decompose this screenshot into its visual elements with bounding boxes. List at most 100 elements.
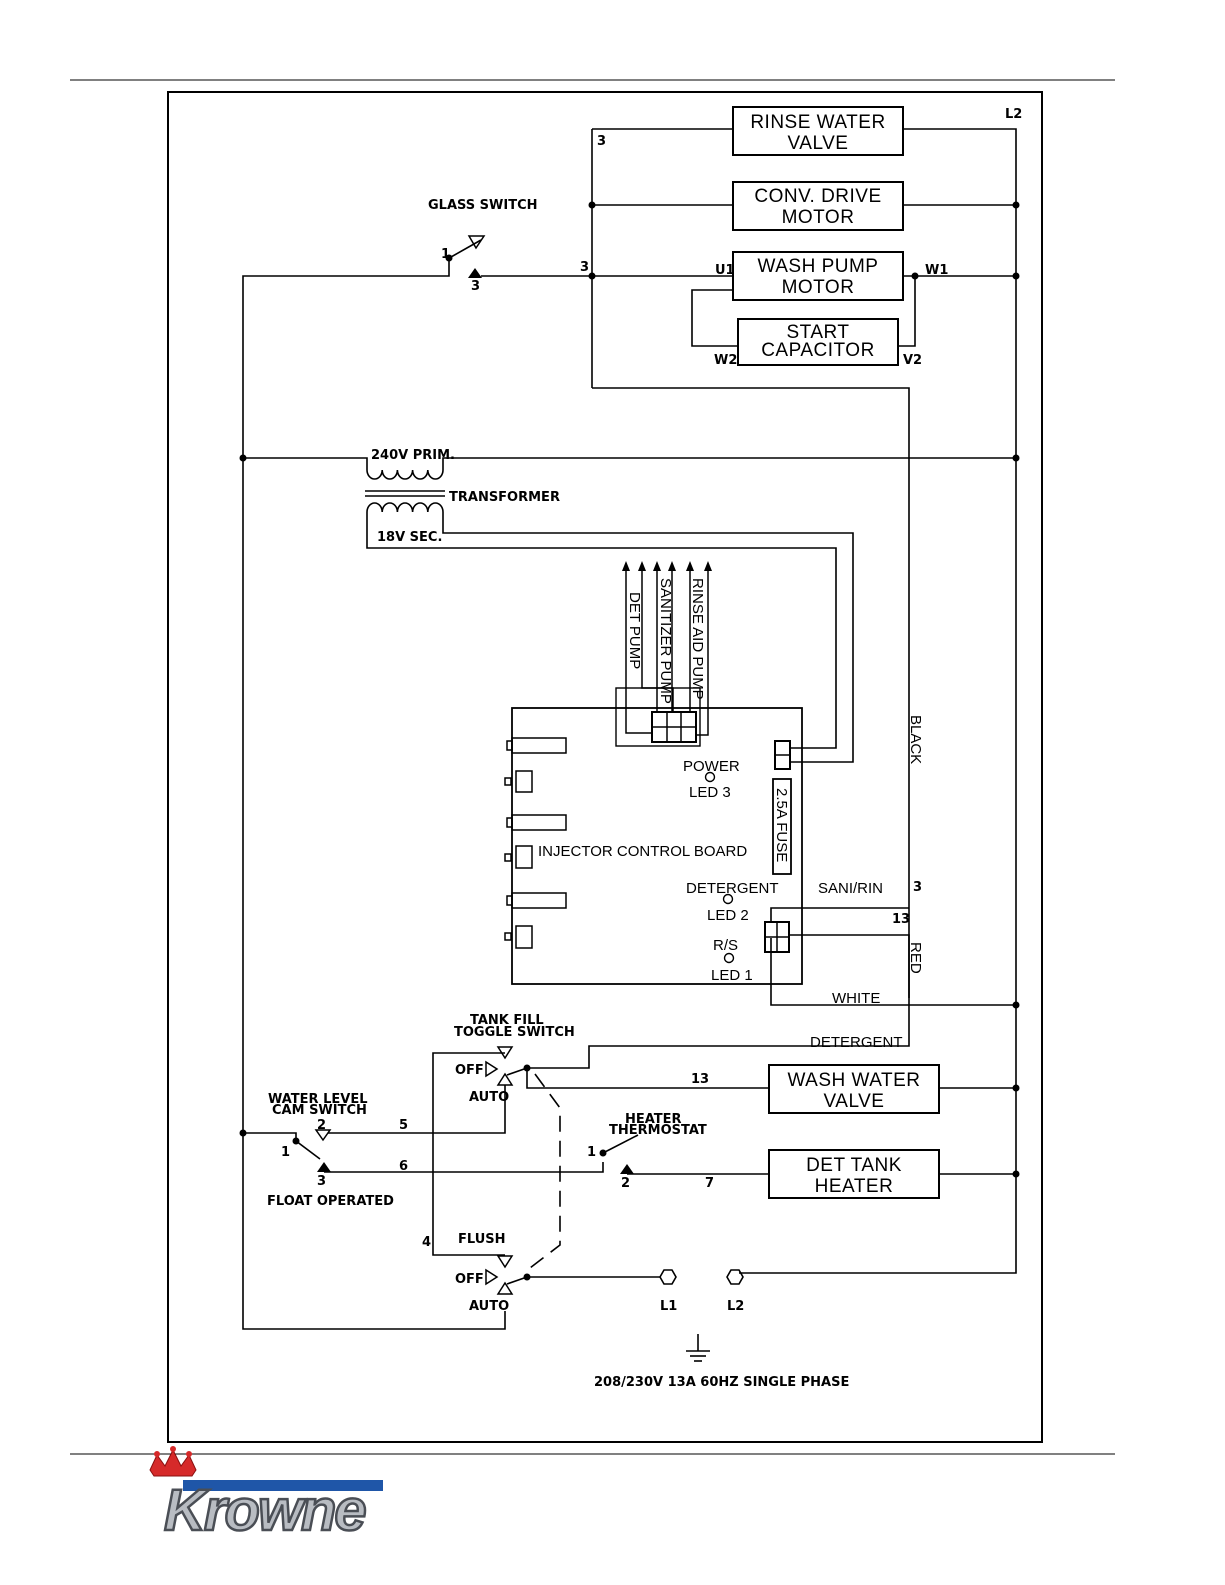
primary-coil bbox=[366, 469, 444, 480]
wash-water-valve: WASH WATER VALVE bbox=[787, 1070, 920, 1112]
rs-label: R/S bbox=[713, 937, 738, 954]
rinse-valve-line-1: RINSE WATER bbox=[750, 112, 885, 133]
v2-label: V2 bbox=[903, 353, 922, 368]
det-tank-heater: DET TANK HEATER bbox=[806, 1155, 902, 1197]
glass-switch-label: GLASS SWITCH bbox=[428, 198, 538, 213]
white-wire-label: WHITE bbox=[832, 990, 880, 1007]
water-level-label-2: CAM SWITCH bbox=[272, 1103, 367, 1118]
rinse-valve-line-2: VALVE bbox=[788, 133, 849, 154]
wire-6: 6 bbox=[399, 1159, 408, 1174]
ground-icon bbox=[686, 1334, 710, 1362]
u1-label: U1 bbox=[715, 263, 735, 278]
wash-n13: 13 bbox=[691, 1072, 709, 1087]
logo-text: Krowne bbox=[164, 1478, 365, 1543]
w2-label: W2 bbox=[714, 353, 737, 368]
glass-n1: 1 bbox=[441, 247, 450, 262]
led2-label: LED 2 bbox=[707, 907, 749, 924]
led-2 bbox=[722, 893, 734, 905]
krowne-logo: Krowne bbox=[149, 1446, 383, 1544]
auto-label-1: AUTO bbox=[469, 1090, 509, 1105]
primary-label: 240V PRIM. bbox=[371, 448, 455, 463]
cam-n3: 3 bbox=[317, 1174, 326, 1189]
transformer-label: TRANSFORMER bbox=[449, 490, 560, 505]
tank-fill-label-2: TOGGLE SWITCH bbox=[454, 1025, 575, 1040]
injector-control-board: 2.5A FUSE INJECTOR CONTROL BOARD POWER L… bbox=[504, 687, 803, 985]
heat-n2: 2 bbox=[621, 1176, 630, 1191]
heater-thermostat-label-2: THERMOSTAT bbox=[609, 1123, 707, 1138]
pump-connector-pins bbox=[652, 712, 696, 742]
junction-dots bbox=[239, 201, 1020, 1281]
det-heater-line-2: HEATER bbox=[815, 1176, 894, 1197]
crown-icon bbox=[149, 1448, 197, 1477]
cam-n1: 1 bbox=[281, 1145, 290, 1160]
wire-5: 5 bbox=[399, 1118, 408, 1133]
board-left-terminals bbox=[504, 737, 567, 949]
led-1 bbox=[723, 952, 735, 964]
glass-n3: 3 bbox=[471, 279, 480, 294]
heater-thermostat bbox=[602, 1134, 639, 1174]
power-label: POWER bbox=[683, 758, 740, 775]
crown-jewel-3 bbox=[186, 1451, 192, 1457]
wash-valve-line-1: WASH WATER bbox=[787, 1070, 920, 1091]
pump-wires bbox=[625, 567, 709, 736]
led3-label: LED 3 bbox=[689, 784, 731, 801]
auto-label-2: AUTO bbox=[469, 1299, 509, 1314]
rinse-aid-label: RINSE AID PUMP bbox=[689, 578, 706, 700]
conv-motor-line-2: MOTOR bbox=[782, 207, 855, 228]
start-cap-line-2: CAPACITOR bbox=[761, 340, 875, 361]
board-label: INJECTOR CONTROL BOARD bbox=[538, 843, 747, 860]
water-level-label-1: WATER LEVEL bbox=[268, 1092, 367, 1107]
off-label-2: OFF bbox=[455, 1272, 484, 1287]
pump-arrowheads bbox=[622, 561, 712, 571]
conv-motor-line-1: CONV. DRIVE bbox=[754, 186, 881, 207]
wire-7: 7 bbox=[705, 1176, 714, 1191]
wires bbox=[242, 128, 1017, 1330]
water-level-cam-switch bbox=[295, 1129, 332, 1172]
sani-n3: 3 bbox=[913, 880, 922, 895]
sani-pump-label: SANITIZER PUMP bbox=[657, 578, 674, 704]
glass-switch bbox=[450, 235, 486, 278]
l2-terminal bbox=[726, 1269, 744, 1285]
sani-rin-label: SANI/RIN bbox=[818, 880, 883, 897]
board-n13: 13 bbox=[892, 912, 910, 927]
wash-pump-motor: WASH PUMP MOTOR bbox=[758, 256, 879, 298]
secondary-coil bbox=[366, 502, 444, 513]
detergent-wire-label: DETERGENT bbox=[810, 1034, 903, 1051]
det-heater-line-1: DET TANK bbox=[806, 1155, 902, 1176]
l2-bottom-label: L2 bbox=[727, 1299, 744, 1314]
float-operated-label: FLOAT OPERATED bbox=[267, 1194, 394, 1209]
l1-label: L1 bbox=[660, 1299, 677, 1314]
diagram-frame bbox=[167, 91, 1043, 1443]
red-wire-label: RED bbox=[907, 942, 924, 974]
wash-pump-line-2: MOTOR bbox=[782, 277, 855, 298]
led-3 bbox=[704, 771, 716, 783]
crown-jewel-2 bbox=[170, 1446, 176, 1452]
off-label-1: OFF bbox=[455, 1063, 484, 1078]
supply-label: 208/230V 13A 60HZ SINGLE PHASE bbox=[594, 1375, 849, 1390]
flush-label: FLUSH bbox=[458, 1232, 506, 1247]
logo-blue-bar bbox=[183, 1480, 383, 1491]
start-capacitor: START CAPACITOR bbox=[761, 322, 875, 361]
black-wire-label: BLACK bbox=[907, 715, 924, 764]
tank-fill-label-1: TANK FILL bbox=[470, 1013, 544, 1028]
crown-jewel-1 bbox=[154, 1451, 160, 1457]
cam-n2: 2 bbox=[317, 1118, 326, 1133]
wash-pump-line-1: WASH PUMP bbox=[758, 256, 879, 277]
start-cap-line-1: START bbox=[786, 322, 849, 343]
l1-terminal bbox=[659, 1269, 677, 1285]
detergent-led-label: DETERGENT bbox=[686, 880, 779, 897]
det-pump-label: DET PUMP bbox=[626, 592, 643, 669]
component-boxes bbox=[732, 106, 940, 1199]
fuse-box bbox=[772, 778, 792, 875]
wire-4: 4 bbox=[422, 1235, 431, 1250]
node-3-mid: 3 bbox=[580, 260, 589, 275]
conv-drive-motor: CONV. DRIVE MOTOR bbox=[754, 186, 881, 228]
fuse-label: 2.5A FUSE bbox=[773, 788, 790, 862]
mechanical-link bbox=[529, 1073, 561, 1269]
flush-switch bbox=[485, 1255, 528, 1295]
heat-n1: 1 bbox=[587, 1145, 596, 1160]
rinse-water-valve: RINSE WATER VALVE bbox=[750, 112, 885, 154]
heater-thermostat-label-1: HEATER bbox=[625, 1112, 682, 1127]
wash-valve-line-2: VALVE bbox=[824, 1091, 885, 1112]
